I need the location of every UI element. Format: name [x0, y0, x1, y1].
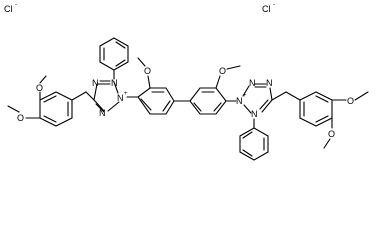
chloride-ion-right: Cl -: [262, 2, 275, 14]
positive-charge: +: [243, 93, 247, 99]
chloride-charge: -: [273, 2, 275, 8]
nitrogen-label: N: [99, 108, 106, 118]
right-methylene-bridge: [271, 91, 301, 101]
nitrogen-label: N: [92, 78, 99, 88]
right-dimethoxyphenyl-ring: [299, 91, 333, 127]
nitrogen-label: N: [266, 78, 273, 88]
nitrogen-label: N: [249, 78, 256, 88]
oxygen-label: O: [17, 113, 24, 123]
nitrogen-label: N: [236, 96, 243, 106]
chloride-label: Cl: [4, 4, 13, 14]
right-phenyl-ring: [239, 118, 269, 161]
oxygen-label: O: [219, 66, 226, 76]
oxygen-label: O: [347, 96, 354, 106]
oxygen-label: O: [36, 83, 43, 93]
right-biphenyl-ring: [189, 87, 227, 115]
nitrogen-label: N: [251, 109, 258, 119]
left-tetrazolium-ring: N N N + N: [92, 78, 128, 118]
nitrogen-label: N: [117, 93, 124, 103]
chloride-charge: -: [15, 2, 17, 8]
left-biphenyl-ring: [126, 87, 175, 115]
chloride-ion-left: Cl -: [4, 2, 17, 14]
nitrogen-label: N: [111, 78, 118, 88]
left-methoxy-groups: O O: [7, 75, 47, 123]
left-dimethoxyphenyl-ring: [39, 91, 73, 127]
oxygen-label: O: [144, 66, 151, 76]
left-methylene-bridge: [71, 91, 95, 101]
right-methoxy-groups: O O: [323, 91, 369, 149]
left-core-methoxy: O: [137, 57, 151, 89]
oxygen-label: O: [328, 129, 335, 139]
positive-charge: +: [124, 91, 128, 97]
right-core-methoxy: O: [215, 65, 241, 89]
left-phenyl-ring: [99, 37, 129, 80]
right-tetrazolium-ring: N + N N N: [236, 78, 273, 119]
chemical-structure-diagram: Cl - Cl - O O N N N + N: [4, 2, 369, 161]
chloride-label: Cl: [262, 4, 271, 14]
